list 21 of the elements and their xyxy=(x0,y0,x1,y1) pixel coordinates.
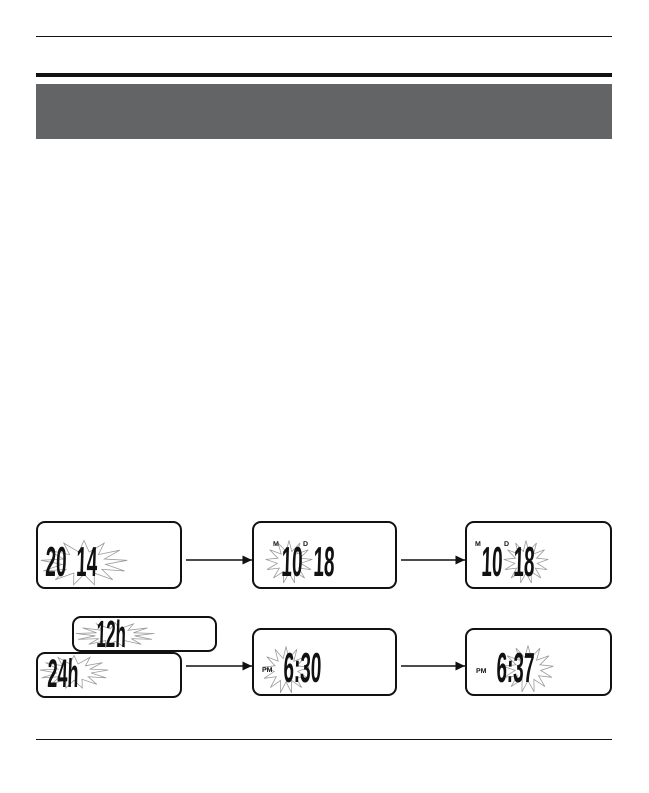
lcd-display xyxy=(252,521,397,589)
lcd-display xyxy=(72,616,217,652)
arrow xyxy=(186,662,252,670)
lcd-display xyxy=(252,628,397,696)
lcd-display xyxy=(465,521,612,589)
arrow xyxy=(401,662,465,670)
lcd-digits: 6:30 xyxy=(283,651,322,685)
arrow xyxy=(401,556,465,564)
lcd-display xyxy=(36,652,182,698)
heading-banner xyxy=(36,84,612,139)
lcd-digits: 10 xyxy=(281,545,304,579)
lcd-digits: 24h xyxy=(47,658,80,690)
lcd-digits: 12h xyxy=(96,620,126,650)
lcd-display xyxy=(36,521,182,589)
lcd-digits: 6:37 xyxy=(496,651,535,685)
arrow xyxy=(186,556,252,564)
lcd-digits: 20 14 xyxy=(45,545,98,579)
lcd-display xyxy=(465,628,612,696)
lcd-digits: 18 xyxy=(313,545,336,579)
lcd-digits: 10 xyxy=(481,545,504,579)
lcd-digits: 18 xyxy=(513,545,536,579)
